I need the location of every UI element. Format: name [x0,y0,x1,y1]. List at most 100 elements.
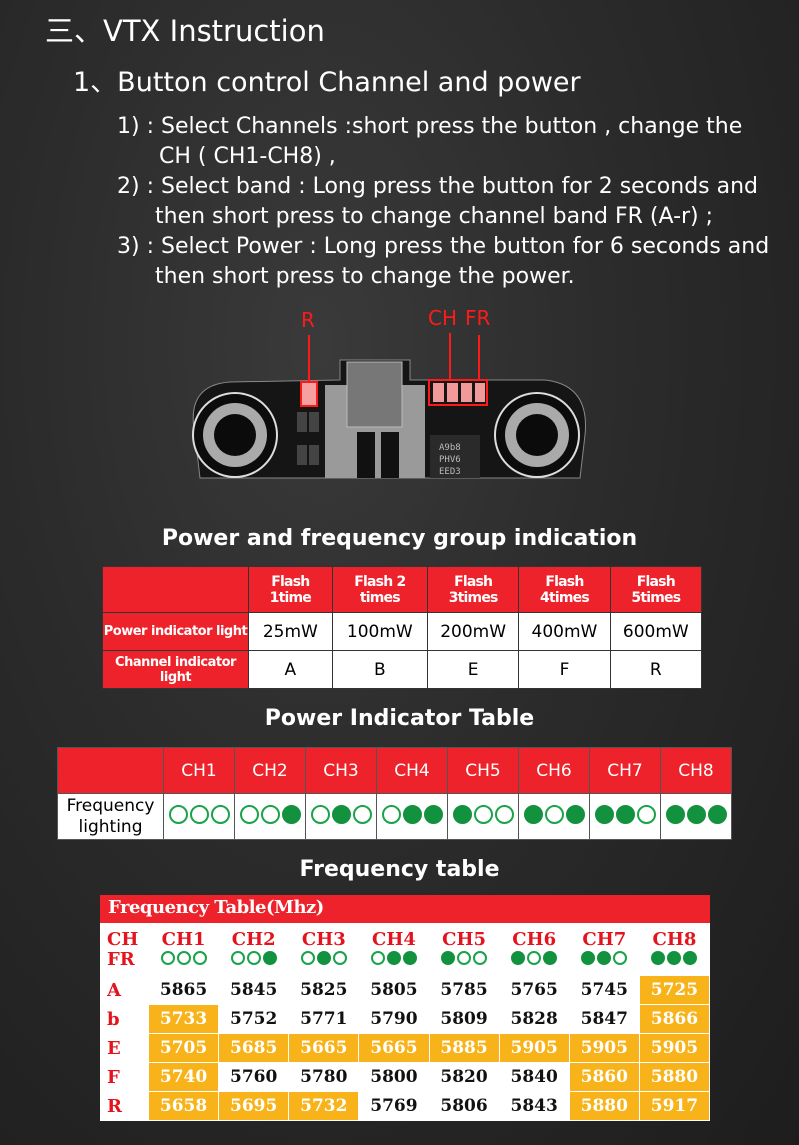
table-cell: E [426,650,520,689]
channel-header: CH8 [638,923,711,976]
filled-circle-icon [452,805,472,824]
led-cell [660,793,732,840]
empty-circle-icon [473,950,488,965]
led-cell [518,793,590,840]
frequency-cell: 5705 [147,1033,220,1063]
led-cell [447,793,519,840]
empty-circle-icon [189,805,209,824]
step-text: 2) : Select band : Long press the button… [117,174,758,199]
channel-label: CH5 [442,928,486,950]
empty-circle-icon [527,950,542,965]
channel-label: CH3 [301,928,346,950]
frequency-cell: 5828 [498,1004,570,1034]
filled-circle-icon [543,950,558,965]
channel-header: CH7 [568,923,640,976]
empty-circle-icon [210,805,230,824]
led-cell [234,793,306,840]
frequency-cell: 5771 [288,1004,360,1034]
column-header: CH7 [589,747,661,794]
frequency-cell: 5905 [498,1033,570,1063]
led-pattern [310,805,372,824]
filled-circle-icon [523,805,543,824]
filled-circle-icon [651,950,666,965]
frequency-cell: 5658 [147,1091,220,1121]
frequency-cell: 5847 [568,1004,640,1034]
led-pattern [168,805,230,824]
led-cell [163,793,235,840]
led-pattern [239,805,301,824]
corner-fr: FR [107,948,135,970]
frequency-cell: 5805 [358,975,430,1005]
row-header: Power indicator light [102,612,249,651]
filled-circle-icon [386,950,401,965]
empty-circle-icon [260,805,280,824]
table-cell: A [248,650,333,689]
frequency-cell: 5665 [288,1033,360,1063]
empty-circle-icon [381,805,401,824]
column-header [102,566,249,613]
filled-circle-icon [665,805,685,824]
frequency-cell: 5685 [218,1033,290,1063]
led-pattern [651,950,698,965]
empty-circle-icon [332,950,347,965]
column-header: Flash 1time [248,566,333,613]
filled-circle-icon [594,805,614,824]
step-3: 3) : Select Power : Long press the butto… [117,232,769,292]
led-pattern [511,950,558,965]
chip-marking: A9b8 [439,443,461,453]
led-pattern [523,805,585,824]
led-cell [589,793,661,840]
frequency-cell: 5917 [638,1091,711,1121]
frequency-cell: 5695 [218,1091,290,1121]
frequency-cell: 5769 [358,1091,430,1121]
led-r [300,381,318,407]
led-pattern [665,805,727,824]
frequency-cell: 5785 [428,975,500,1005]
led-pattern [370,950,417,965]
empty-circle-icon [494,805,514,824]
frequency-cell: 5740 [147,1062,220,1092]
empty-circle-icon [370,950,385,965]
led-pattern [581,950,628,965]
empty-circle-icon [310,805,330,824]
frequency-cell: 5866 [638,1004,711,1034]
frequency-table-title: Frequency table [299,857,500,882]
column-header: CH8 [660,747,732,794]
empty-circle-icon [192,950,207,965]
row-header: Frequency lighting [57,793,164,840]
channel-label: CH6 [512,928,557,950]
led-pattern [594,805,656,824]
row-header: Channel indicator light [102,650,249,689]
column-header: CH5 [447,747,519,794]
power-frequency-title: Power and frequency group indication [161,526,638,551]
frequency-table-header: Frequency Table(Mhz) [100,895,710,923]
filled-circle-icon [581,950,596,965]
filled-circle-icon [686,805,706,824]
channel-label: CH2 [231,928,276,950]
empty-circle-icon [300,950,315,965]
frequency-cell: 5825 [288,975,360,1005]
channel-header: CH4 [358,923,430,976]
table-cell: 25mW [248,612,333,651]
filled-circle-icon [707,805,727,824]
channel-label: CH7 [582,928,627,950]
filled-circle-icon [423,805,443,824]
filled-circle-icon [316,950,331,965]
band-label: A [100,975,149,1005]
empty-circle-icon [176,950,191,965]
step-2: 2) : Select band : Long press the button… [117,172,758,232]
filled-circle-icon [441,950,456,965]
table-cell: 200mW [426,612,520,651]
frequency-cell: 5880 [568,1091,640,1121]
filled-circle-icon [281,805,301,824]
band-label: F [100,1062,149,1092]
table-cell: 100mW [331,612,428,651]
